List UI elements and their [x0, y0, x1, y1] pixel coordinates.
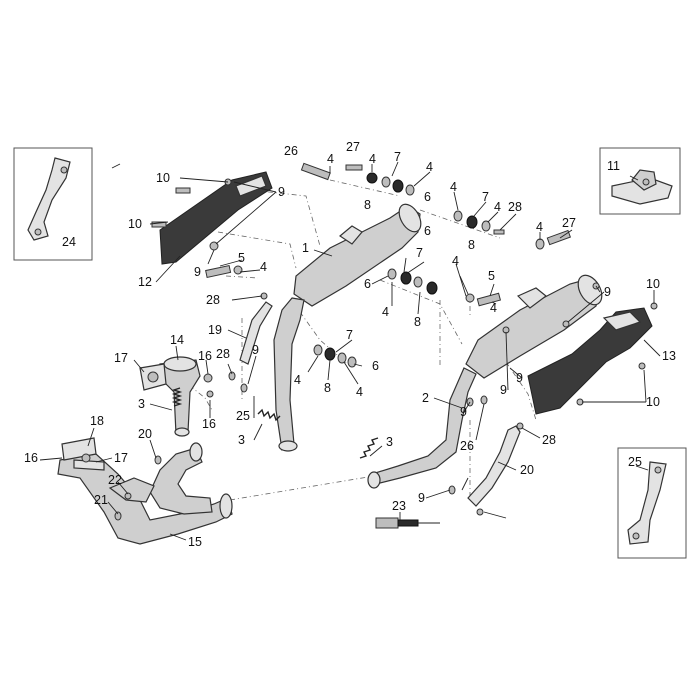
lambda-sensor-22: [375, 517, 440, 529]
callout-9: 9: [278, 185, 285, 199]
spring-3-a: [171, 387, 183, 407]
callout-25: 25: [236, 409, 250, 423]
callout-1: 1: [302, 241, 309, 255]
callout-4: 4: [494, 200, 501, 214]
callout-6: 6: [424, 190, 431, 204]
strap-18: [239, 301, 273, 365]
callout-3: 3: [138, 397, 145, 411]
spring-3-b: [257, 408, 281, 422]
callout-6: 6: [364, 277, 371, 291]
gasket-17-upper: [139, 363, 167, 391]
heat-shield-13: [527, 307, 653, 415]
callout-9: 9: [460, 405, 467, 419]
callout-4: 4: [369, 152, 376, 166]
callout-8: 8: [324, 381, 331, 395]
callout-11: 11: [607, 159, 620, 173]
callout-9: 9: [252, 343, 259, 357]
callout-26: 27: [562, 216, 576, 230]
callout-7: 7: [482, 190, 489, 204]
callout-7: 7: [416, 246, 423, 260]
callout-14: 14: [170, 333, 184, 347]
left-muffler-1: [273, 203, 422, 452]
callout-16: 16: [24, 451, 38, 465]
callout-9: 9: [500, 383, 507, 397]
callout-7: 7: [394, 150, 401, 164]
callout-25: 26: [460, 439, 474, 453]
callout-5: 5: [488, 269, 495, 283]
callout-21: 22: [108, 473, 122, 487]
callout-15: 15: [188, 535, 202, 549]
callout-10: 10: [646, 395, 660, 409]
callout-26: 26: [284, 144, 298, 158]
callout-4: 4: [294, 373, 301, 387]
callout-4: 4: [450, 180, 457, 194]
callout-16: 17: [114, 451, 128, 465]
callout-3: 3: [386, 435, 393, 449]
callout-22: 23: [392, 499, 406, 513]
callout-4: 4: [356, 385, 363, 399]
leader-lines: [39, 161, 661, 541]
callout-8: 8: [468, 238, 475, 252]
callout-12: 12: [138, 275, 152, 289]
exhaust-manifold-15: [57, 437, 233, 545]
callout-numbers: 1 2 3 3 3 4 4 4 4 4 4 4 4 4 4 4 4 5 5 6 …: [24, 140, 676, 549]
callout-9: 9: [418, 491, 425, 505]
callout-28: 28: [206, 293, 220, 307]
callout-27: 27: [346, 140, 360, 154]
callout-10: 10: [128, 217, 142, 231]
callout-3: 3: [238, 433, 245, 447]
callout-2: 2: [422, 391, 429, 405]
callout-13: 13: [662, 349, 676, 363]
callout-4: 4: [382, 305, 389, 319]
callout-27: 28: [508, 200, 522, 214]
callout-5: 5: [238, 251, 245, 265]
callout-6: 6: [424, 224, 431, 238]
callout-4: 4: [327, 152, 334, 166]
callout-9: 9: [604, 285, 611, 299]
callout-4: 4: [426, 160, 433, 174]
callout-20: 21: [94, 493, 108, 507]
callout-28: 28: [216, 347, 230, 361]
callout-4: 4: [260, 260, 267, 274]
callout-24: 25: [628, 455, 642, 469]
callout-16: 16: [202, 417, 216, 431]
callout-16: 16: [198, 349, 212, 363]
callout-8: 8: [364, 198, 371, 212]
callout-19: 20: [520, 463, 534, 477]
callout-18: 19: [208, 323, 222, 337]
callout-23: 24: [62, 235, 76, 249]
callout-10: 10: [646, 277, 660, 291]
right-muffler-2: [367, 274, 603, 489]
callout-10: 10: [156, 171, 170, 185]
inset-bracket-23: [13, 147, 93, 261]
callout-20: 20: [138, 427, 152, 441]
callout-6: 6: [372, 359, 379, 373]
callout-9: 9: [194, 265, 201, 279]
callout-4: 4: [536, 220, 543, 234]
strap-19: [467, 425, 521, 507]
callout-7: 7: [346, 328, 353, 342]
inset-clip-11: [599, 147, 681, 215]
callout-4: 4: [490, 301, 497, 315]
callout-8: 8: [414, 315, 421, 329]
callout-9: 9: [516, 371, 523, 385]
callout-17: 18: [90, 414, 104, 428]
callout-17: 17: [114, 351, 128, 365]
spring-3-c: [359, 437, 379, 459]
callout-4: 4: [452, 254, 459, 268]
callout-28: 28: [542, 433, 556, 447]
inset-bracket-24: [617, 447, 687, 559]
heat-shield-12: [159, 171, 273, 265]
header-14: [159, 356, 201, 437]
